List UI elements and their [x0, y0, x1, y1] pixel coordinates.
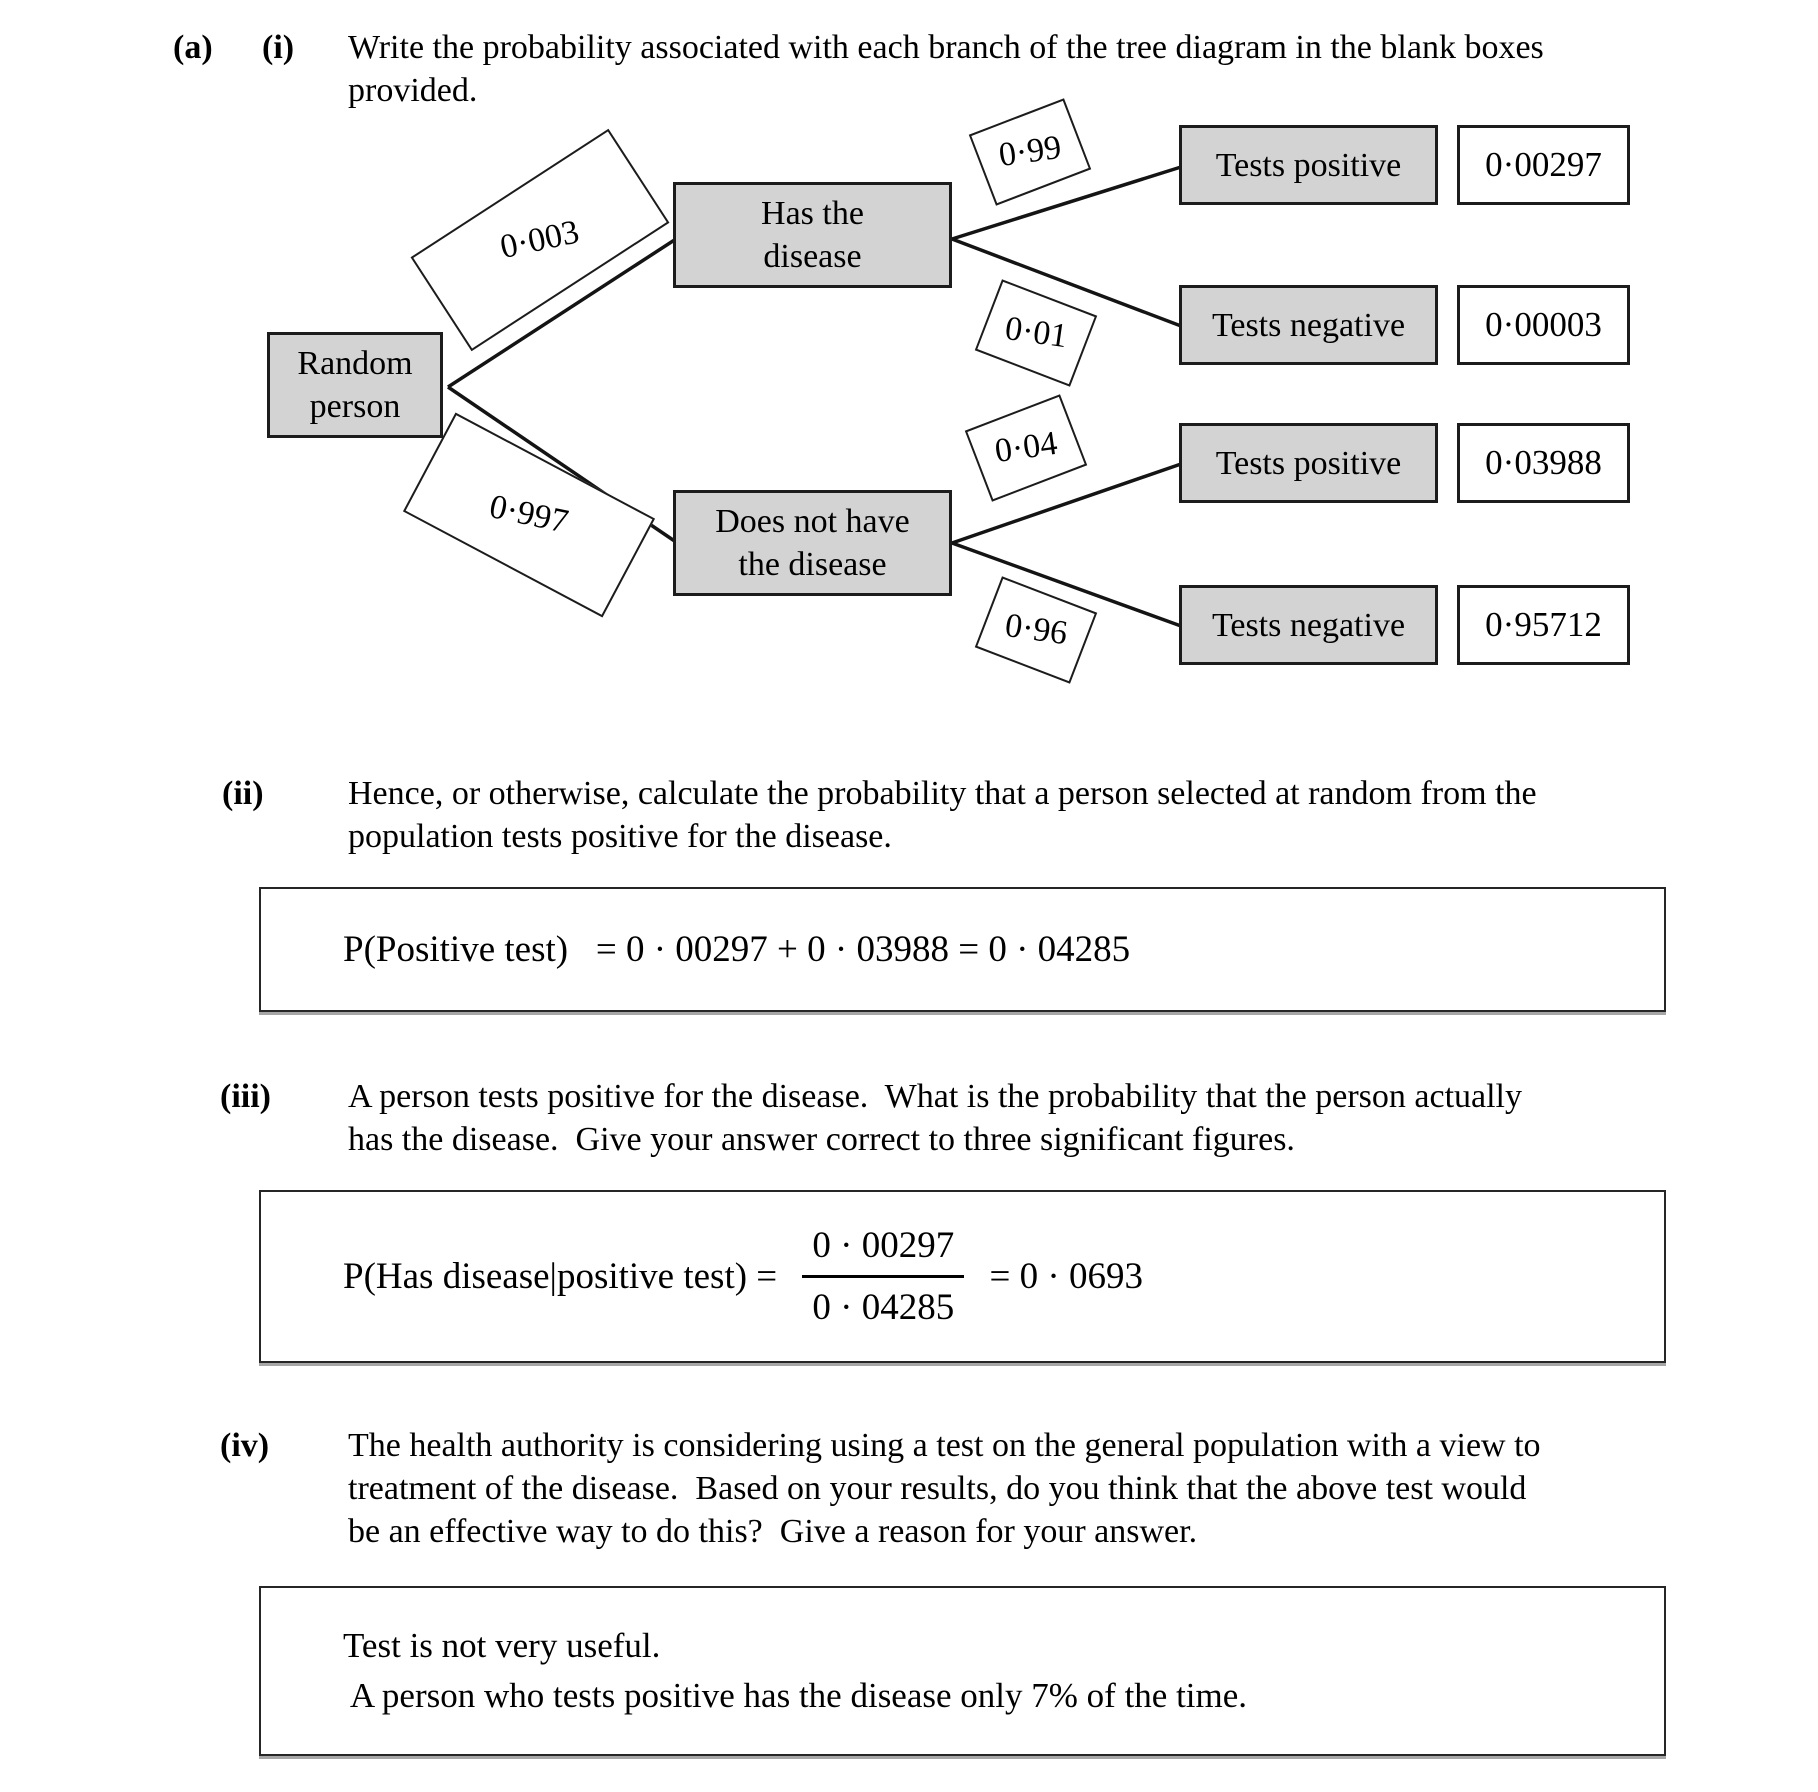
- answer-box-iii: P(Has disease|positive test) = 0 · 00297…: [259, 1190, 1666, 1363]
- part-label: (a): [173, 29, 213, 66]
- branch-prob-label: 0·04: [992, 424, 1060, 471]
- branch-prob-label: 0·003: [497, 213, 583, 266]
- leaf-probability-box-2: 0·00003: [1457, 285, 1630, 365]
- fraction-denominator: 0 · 04285: [802, 1275, 965, 1329]
- leaf-probability-box-1: 0·00297: [1457, 125, 1630, 205]
- tree-node-random-person: Random person: [267, 332, 443, 438]
- answer-box-iv: Test is not very useful. A person who te…: [259, 1586, 1666, 1756]
- question-iv-text: The health authority is considering usin…: [348, 1427, 1541, 1550]
- leaf-probability-box-4: 0·95712: [1457, 585, 1630, 665]
- question-iii-text: A person tests positive for the disease.…: [348, 1078, 1522, 1158]
- leaf-probability-box-3: 0·03988: [1457, 423, 1630, 503]
- tree-branch-lines: [447, 165, 1182, 628]
- answer-iv-text: Test is not very useful. A person who te…: [343, 1626, 1248, 1715]
- item-label-i: (i): [262, 29, 295, 66]
- item-label-iii: (iii): [220, 1078, 271, 1115]
- formula-suffix: = 0 · 0693: [980, 1256, 1143, 1297]
- branch-prob-label: 0·997: [486, 488, 572, 541]
- branch-prob-label: 0·01: [1002, 309, 1070, 356]
- item-label-iv: (iv): [220, 1427, 270, 1464]
- item-label-ii: (ii): [222, 775, 264, 812]
- question-ii-text: Hence, or otherwise, calculate the proba…: [348, 775, 1537, 855]
- question-i-text: Write the probability associated with ea…: [348, 29, 1544, 109]
- branch-prob-label: 0·96: [1002, 606, 1070, 653]
- branch-prob-label: 0·99: [996, 128, 1064, 175]
- tree-node-tests-negative-2: Tests negative: [1179, 585, 1438, 665]
- tree-node-has-disease: Has the disease: [673, 182, 952, 288]
- answer-box-ii: P(Positive test) = 0 · 00297 + 0 · 03988…: [259, 887, 1666, 1012]
- formula-prefix: P(Has disease|positive test) =: [343, 1256, 787, 1297]
- fraction-numerator: 0 · 00297: [812, 1225, 955, 1266]
- tree-diagram: 0·003 0·997 0·99 0·01 0·04 0·96 Random p…: [0, 0, 1818, 720]
- tree-node-no-disease: Does not have the disease: [673, 490, 952, 596]
- answer-iii-formula: P(Has disease|positive test) = 0 · 00297…: [343, 1224, 1143, 1329]
- fraction: 0 · 00297 0 · 04285: [802, 1224, 965, 1329]
- tree-node-tests-negative-1: Tests negative: [1179, 285, 1438, 365]
- tree-node-tests-positive-1: Tests positive: [1179, 125, 1438, 205]
- tree-node-tests-positive-2: Tests positive: [1179, 423, 1438, 503]
- answer-ii-formula: P(Positive test) = 0 · 00297 + 0 · 03988…: [343, 929, 1131, 970]
